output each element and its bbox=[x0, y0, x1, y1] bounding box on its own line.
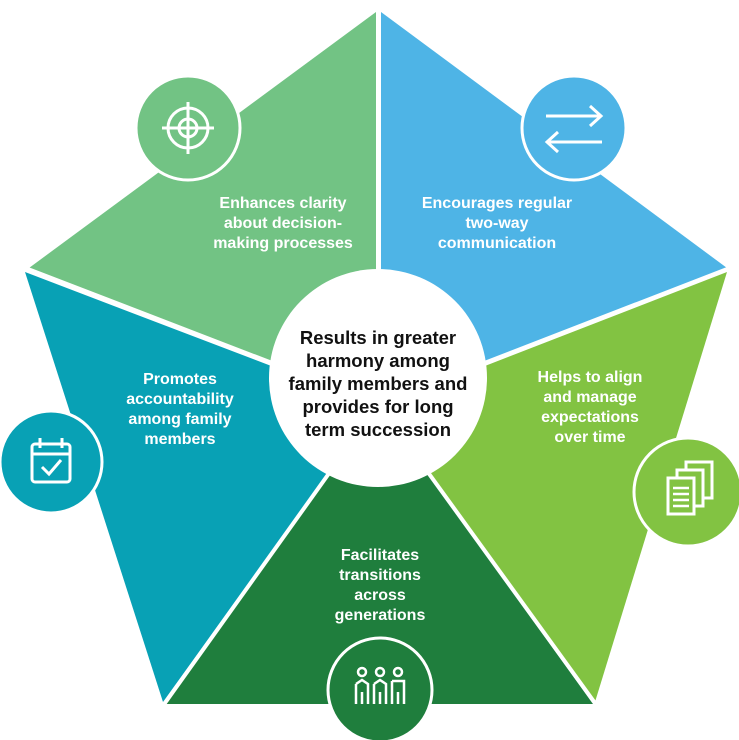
segment-top-right bbox=[381, 12, 727, 402]
documents-icon bbox=[632, 436, 739, 548]
family-people-icon bbox=[326, 636, 434, 740]
center-text: Results in greater harmony among family … bbox=[288, 327, 468, 440]
two-way-arrows-icon bbox=[520, 74, 628, 182]
segment-label-top-right: Encourages regular two-way communication bbox=[421, 195, 573, 252]
calendar-check-icon bbox=[0, 409, 104, 515]
segment-bottom bbox=[166, 406, 593, 704]
target-crosshair-icon bbox=[134, 74, 242, 182]
segment-label-left: Promotes accountability among family mem… bbox=[126, 371, 234, 448]
segment-label-top-left: Enhances clarity about decision- making … bbox=[213, 195, 353, 252]
center-circle bbox=[269, 269, 487, 487]
segment-top-left bbox=[29, 12, 376, 402]
segment-label-bottom: Facilitates transitions across generatio… bbox=[334, 547, 426, 624]
segment-label-right: Helps to align and manage expectations o… bbox=[537, 369, 643, 446]
